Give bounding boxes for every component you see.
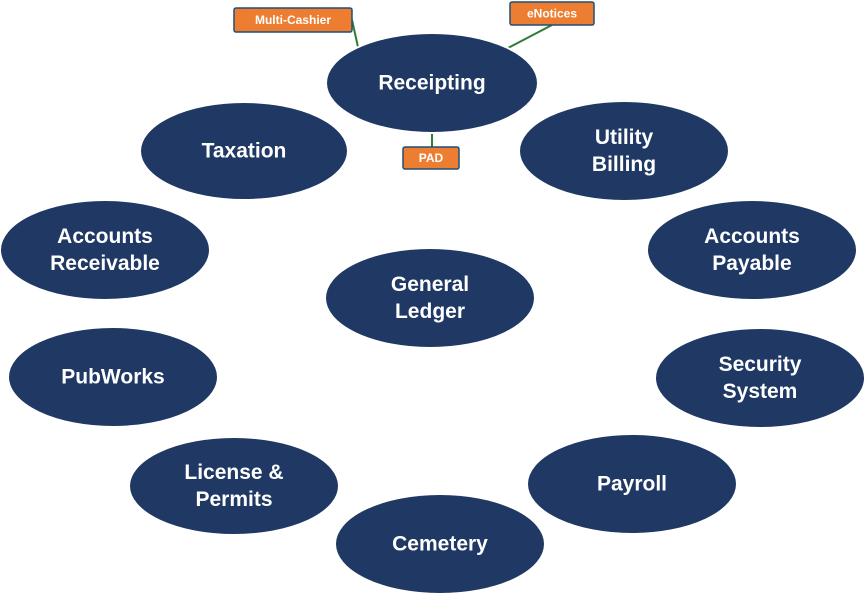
module-ellipse[interactable] [324, 247, 536, 349]
module-receipting[interactable]: Receipting [325, 32, 539, 134]
module-ellipse[interactable] [325, 32, 539, 134]
module-taxation[interactable]: Taxation [139, 101, 349, 201]
module-ellipse[interactable] [128, 436, 340, 536]
module-ellipse[interactable] [7, 326, 219, 428]
module-cemetery[interactable]: Cemetery [334, 493, 546, 594]
connector-enotices [505, 24, 553, 50]
tag-box[interactable] [509, 1, 595, 26]
tag-enotices[interactable]: eNotices [509, 1, 595, 26]
module-ellipse[interactable] [334, 493, 546, 594]
module-ellipse[interactable] [654, 327, 866, 429]
module-ellipse[interactable] [526, 433, 738, 535]
connector-multi-cashier [351, 19, 359, 48]
module-ellipse[interactable] [139, 101, 349, 201]
connectors [351, 19, 553, 147]
module-ellipse[interactable] [518, 100, 730, 202]
tag-box[interactable] [233, 7, 353, 33]
module-payroll[interactable]: Payroll [526, 433, 738, 535]
tag-box[interactable] [402, 146, 460, 170]
tag-pad[interactable]: PAD [402, 146, 460, 170]
modules: ReceiptingTaxationUtilityBillingAccounts… [0, 32, 866, 594]
tag-multi-cashier[interactable]: Multi-Cashier [233, 7, 353, 33]
module-pubworks[interactable]: PubWorks [7, 326, 219, 428]
module-ellipse[interactable] [646, 199, 858, 301]
module-ellipse[interactable] [0, 199, 211, 301]
module-license-permits[interactable]: License &Permits [128, 436, 340, 536]
